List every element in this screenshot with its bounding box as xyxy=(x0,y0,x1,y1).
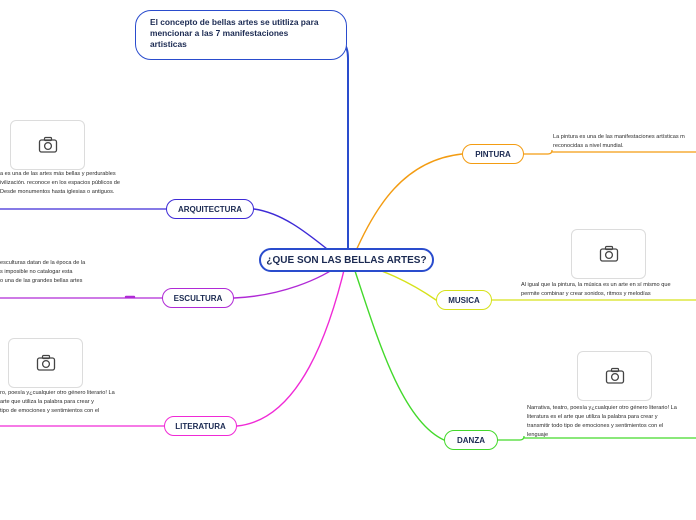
topic-arquitectura-label: ARQUITECTURA xyxy=(178,204,242,214)
topic-escultura-label: ESCULTURA xyxy=(173,293,223,303)
connector-danza xyxy=(351,261,445,441)
note-line: Desde monumentos hasta iglesias o antigu… xyxy=(0,189,115,195)
topic-pintura[interactable]: PINTURA xyxy=(462,144,524,164)
topic-escultura[interactable]: ESCULTURA xyxy=(162,288,234,308)
note-line: s imposible no catalogar esta xyxy=(0,269,73,275)
note-line: lenguaje xyxy=(527,432,549,438)
image-placeholder-arquitectura[interactable] xyxy=(10,120,85,170)
image-placeholder-musica[interactable] xyxy=(571,229,646,279)
connector-top-note xyxy=(304,35,349,249)
topic-literatura[interactable]: LITERATURA xyxy=(164,416,237,436)
topic-literatura-label: LITERATURA xyxy=(175,421,226,431)
image-placeholder-danza[interactable] xyxy=(577,351,652,401)
note-escultura: esculturas datan de la época de la s imp… xyxy=(0,259,85,286)
note-line: literatura es el arte que utiliza la pal… xyxy=(527,414,658,420)
note-line: arte que utiliza la palabra para crear y xyxy=(0,399,94,405)
camera-icon xyxy=(605,367,624,384)
image-placeholder-literatura[interactable] xyxy=(8,338,83,388)
note-literatura: ro, poesía y¿cualquier otro género liter… xyxy=(0,389,115,416)
topic-pintura-label: PINTURA xyxy=(475,149,511,159)
note-line: reconocidas a nivel mundial. xyxy=(553,143,624,149)
note-line: Al igual que la pintura, la música es un… xyxy=(521,282,671,288)
camera-icon xyxy=(38,136,57,153)
top-note-line: mencionar a las 7 manifestaciones xyxy=(150,28,289,38)
topic-danza[interactable]: DANZA xyxy=(444,430,498,450)
connector-literatura xyxy=(236,261,347,427)
note-line: ro, poesía y¿cualquier otro género liter… xyxy=(0,390,115,396)
note-line: ivilización. reconoce en los espacios pú… xyxy=(0,180,121,186)
underline-danza xyxy=(497,435,696,441)
top-note-line: artisticas xyxy=(150,39,187,49)
note-line: a es una de las artes más bellas y perdu… xyxy=(0,171,116,177)
note-line: tipo de emociones y sentimientos con el xyxy=(0,408,100,414)
topic-danza-label: DANZA xyxy=(457,435,485,445)
topic-arquitectura[interactable]: ARQUITECTURA xyxy=(166,199,254,219)
note-danza: Narrativa, teatro, poesía y¿cualquier ot… xyxy=(527,404,677,440)
camera-icon xyxy=(36,354,55,371)
topic-musica-label: MUSICA xyxy=(448,295,480,305)
connector-pintura xyxy=(351,153,463,261)
note-line: permite combinar y crear sonidos, ritmos… xyxy=(521,291,651,297)
top-note[interactable]: El concepto de bellas artes se utitliza … xyxy=(135,10,347,60)
central-node[interactable]: ¿QUE SON LAS BELLAS ARTES? xyxy=(259,248,434,272)
top-note-line: El concepto de bellas artes se utitliza … xyxy=(150,17,319,27)
note-line: La pintura es una de las manifestaciones… xyxy=(553,134,685,140)
camera-icon xyxy=(599,245,618,262)
topic-musica[interactable]: MUSICA xyxy=(436,290,492,310)
note-musica: Al igual que la pintura, la música es un… xyxy=(521,281,671,299)
note-line: transmitir todo tipo de emociones y sent… xyxy=(527,423,664,429)
underline-pintura xyxy=(523,149,696,155)
note-pintura: La pintura es una de las manifestaciones… xyxy=(553,133,685,151)
central-node-label: ¿QUE SON LAS BELLAS ARTES? xyxy=(266,254,427,266)
note-line: Narrativa, teatro, poesía y¿cualquier ot… xyxy=(527,405,677,411)
note-line: o una de las grandes bellas artes xyxy=(0,278,83,284)
note-line: esculturas datan de la época de la xyxy=(0,260,86,266)
note-arquitectura: a es una de las artes más bellas y perdu… xyxy=(0,170,120,197)
